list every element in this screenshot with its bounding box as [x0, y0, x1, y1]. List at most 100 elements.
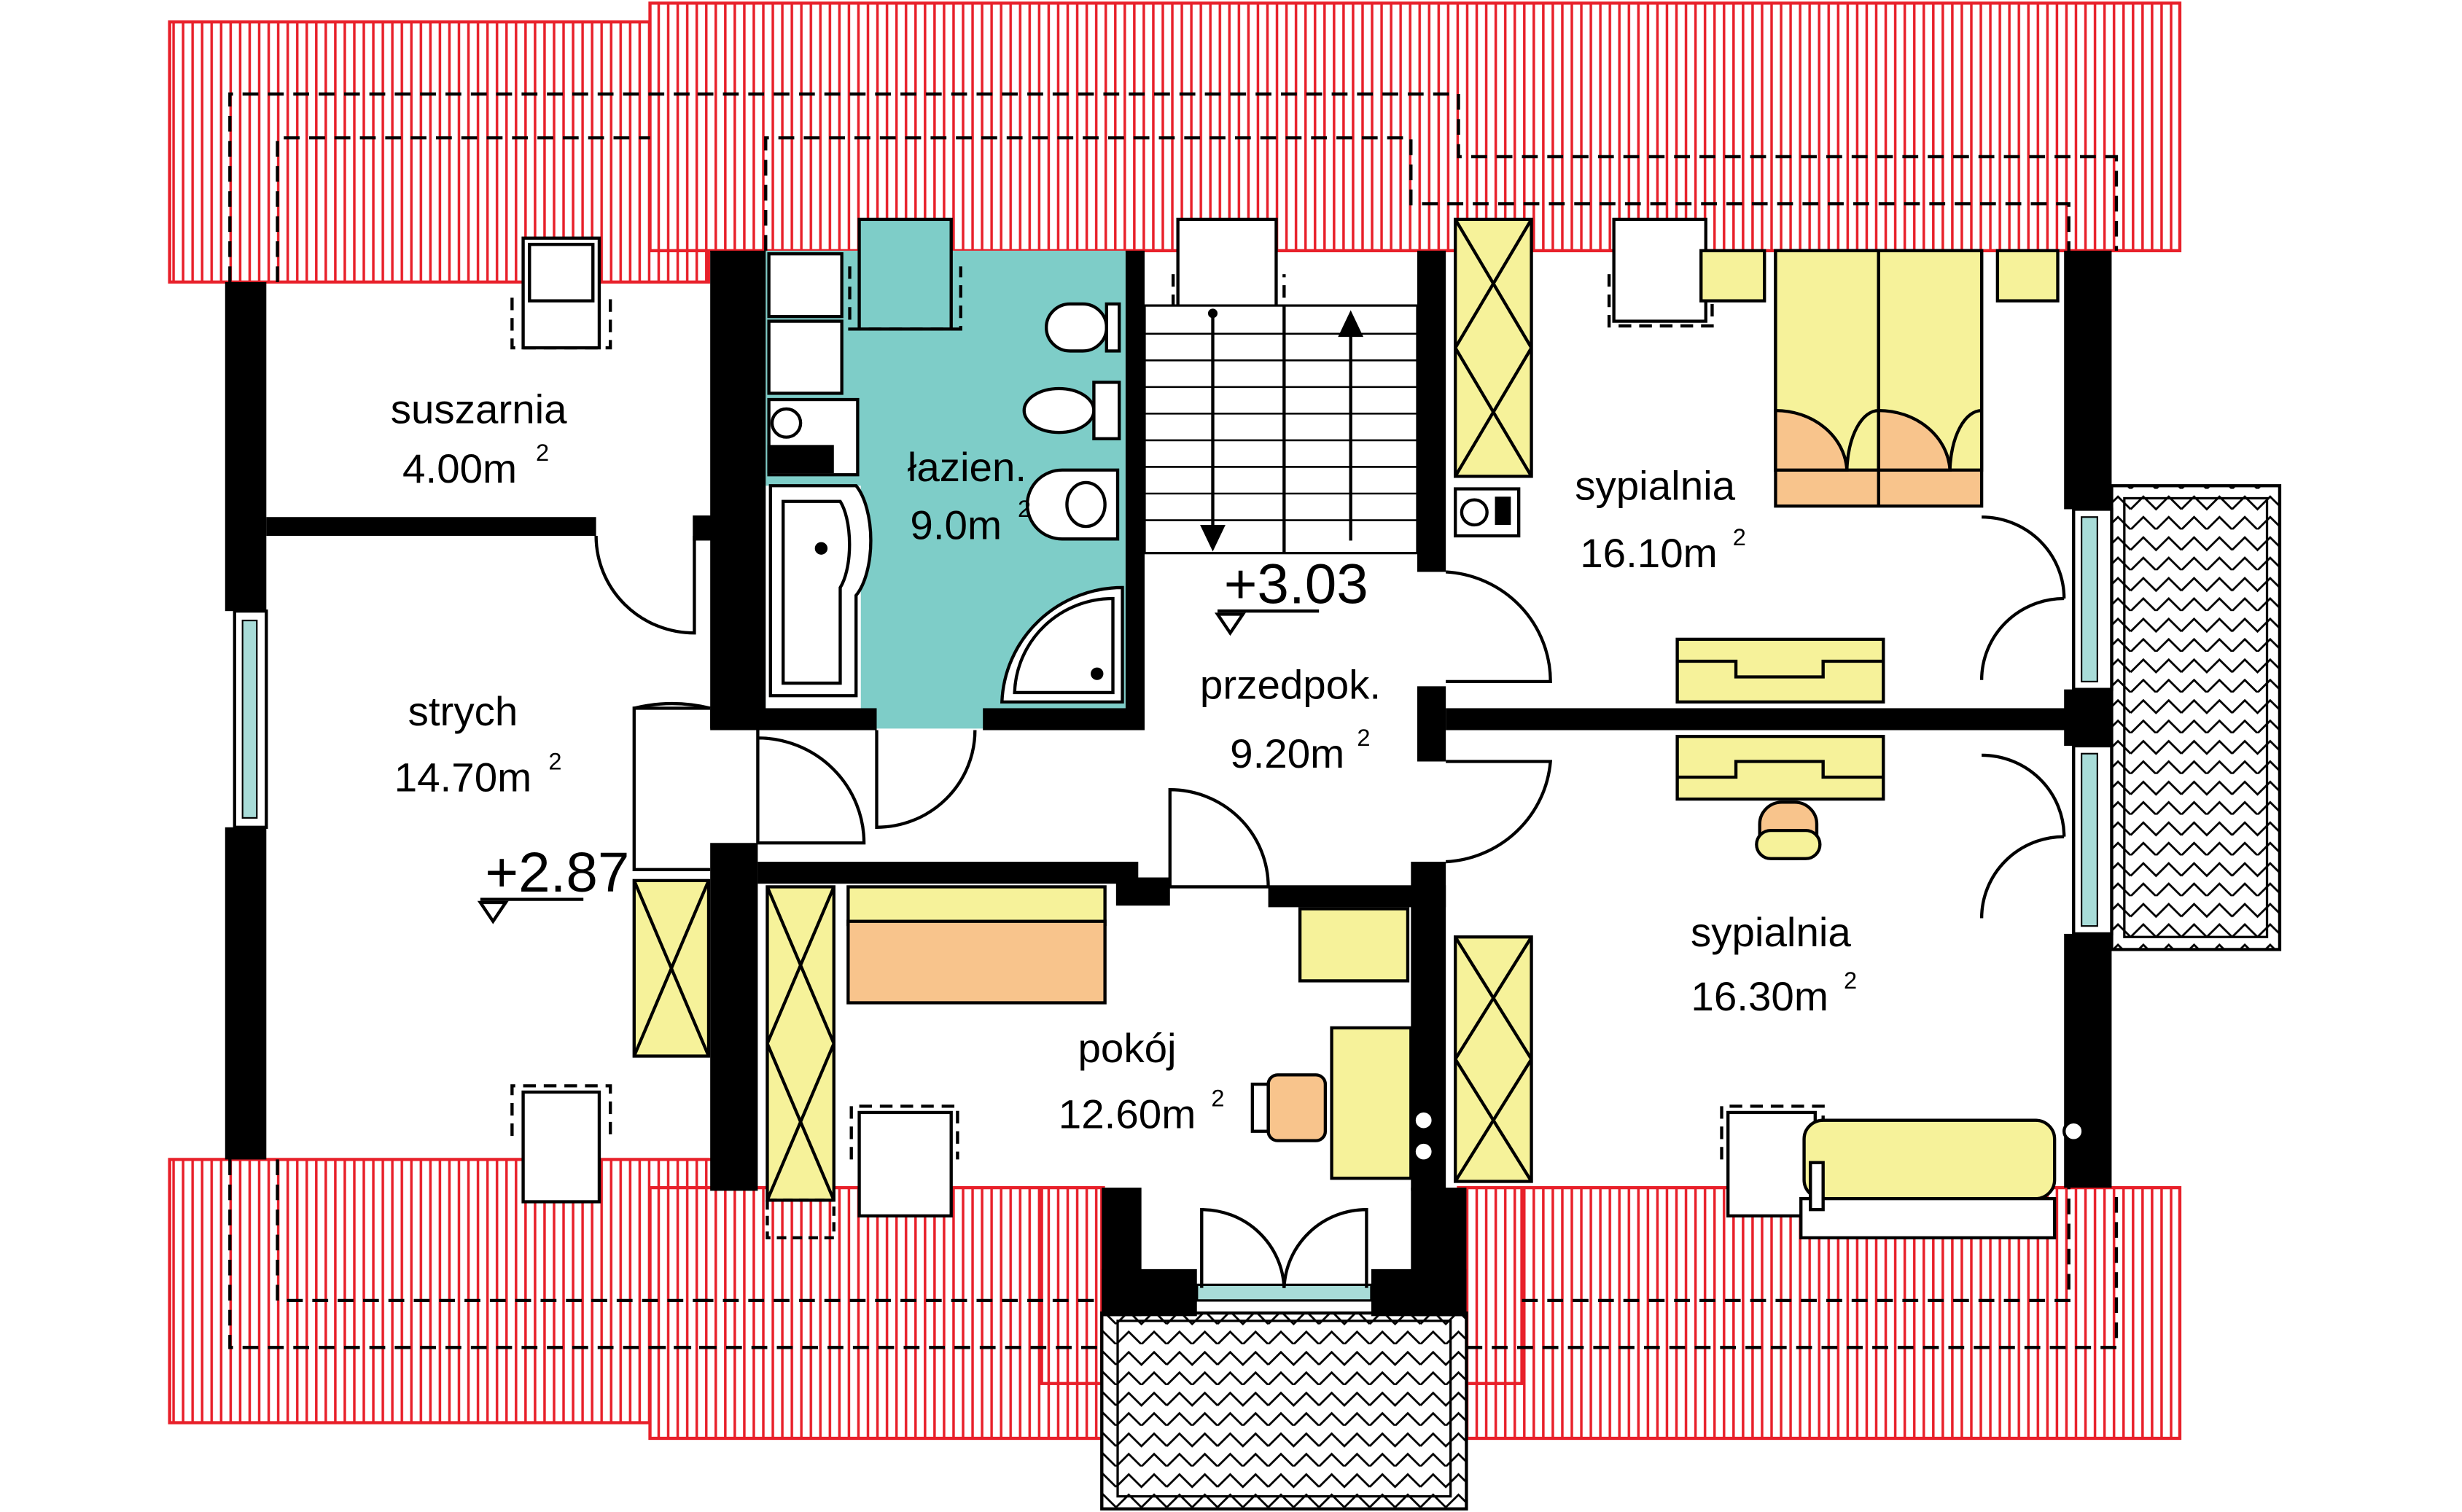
wall-suszarnia-bottom [266, 517, 596, 537]
room-area-suszarnia: 4.00m [402, 445, 517, 491]
wall-bath-bottom-a [710, 708, 877, 730]
wardrobe-strych [632, 878, 711, 1058]
door-pokoj [1168, 788, 1270, 889]
room-labels: suszarnia 4.00m 2 strych 14.70m 2 łazien… [391, 386, 1857, 1137]
balcony-bottom-inner [1116, 1320, 1452, 1498]
level-text-attic: +2.87 [485, 841, 629, 903]
roof-top-left [168, 20, 711, 284]
bidet [1044, 302, 1108, 353]
wall-bed-divider [1446, 708, 2068, 730]
room-sup-sypialnia-1: 2 [1733, 524, 1746, 550]
balcony-right-inner [2123, 496, 2269, 938]
room-sup-lazienka: 2 [1018, 496, 1031, 522]
window-bed1-right-glass [2081, 516, 2098, 682]
room-sup-suszarnia: 2 [536, 440, 549, 466]
room-area-przedpokoj: 9.20m [1230, 730, 1344, 776]
roof-windows [510, 217, 1825, 1217]
wall-right-outer-mid [2064, 689, 2112, 747]
roof-window-pokoj [849, 1104, 959, 1217]
wall-left-outer-bottom [225, 827, 267, 1160]
doors [594, 515, 2066, 1288]
door-balcony-bottom-a [1200, 1208, 1286, 1288]
roof-dormer-right [1457, 1185, 1524, 1385]
bed-bed2 [1799, 1118, 2057, 1240]
roof-dashed-outlines [228, 92, 2119, 1349]
room-name-lazienka: łazien. [908, 444, 1027, 490]
wall-dormer-sill-right [1371, 1269, 1467, 1317]
door-hall-left [756, 730, 866, 845]
cabinet-bath-1 [767, 252, 844, 319]
walls [225, 250, 2112, 1317]
sofa-bed2 [1675, 734, 1885, 801]
door-balcony-right-2b [1979, 835, 2065, 919]
room-sup-strych: 2 [548, 748, 561, 774]
room-name-przedpokoj: przedpok. [1200, 662, 1381, 708]
roof-bottom-left [168, 1158, 715, 1425]
room-name-pokoj: pokój [1078, 1025, 1177, 1071]
wall-pokoj-top-a [757, 862, 1139, 884]
room-area-lazienka: 9.0m [910, 502, 1002, 548]
room-sup-pokoj: 2 [1211, 1086, 1224, 1112]
cabinet-pokoj [1298, 907, 1410, 983]
wardrobe-bed2 [1454, 935, 1533, 1183]
level-text-hall: +3.03 [1224, 553, 1368, 615]
wall-bath-left [710, 250, 766, 729]
wall-pokoj-left [710, 843, 758, 1191]
roof-window-suszarnia [510, 236, 612, 350]
door-strych-arc [634, 702, 711, 710]
sofa-bed1 [1675, 637, 1885, 704]
wall-pokoj-right [1411, 862, 1446, 1191]
door-balcony-right-1b [1979, 596, 2065, 680]
nightstand-right [1995, 249, 2060, 303]
level-marker-hall: +3.03 [1214, 553, 1368, 636]
roof-window-bath [848, 217, 962, 331]
roof-areas [168, 1, 2182, 1441]
room-name-strych: strych [408, 688, 518, 734]
window-strych-left-glass [241, 620, 258, 819]
roof-top-main [648, 1, 2182, 253]
wall-stair-right [1417, 250, 1446, 572]
balcony-right [2110, 484, 2282, 951]
door-balcony-right-1a [1982, 515, 2066, 599]
door-strych [632, 706, 711, 871]
stair-arrow-down [1200, 524, 1226, 552]
furniture [632, 217, 2085, 1240]
wall-right-outer-bottom [2064, 933, 2112, 1188]
room-sup-sypialnia-2: 2 [1844, 967, 1857, 994]
door-suszarnia [594, 536, 696, 635]
toilet [1022, 386, 1096, 434]
window-bed2-right-glass [2081, 752, 2098, 927]
sofa-pokoj [846, 885, 1107, 1005]
staircase [1143, 304, 1419, 555]
door-balcony-right-2a [1982, 753, 2066, 837]
wall-hall-right-mid [1417, 686, 1446, 762]
roof-window-bed1 [1607, 217, 1714, 328]
door-balcony-bottom-b [1282, 1208, 1368, 1288]
wall-bath-right [1125, 250, 1145, 729]
roof-window-strych [510, 1084, 612, 1204]
door-bed1 [1446, 570, 1552, 684]
wall-right-outer-top [2064, 250, 2112, 510]
room-name-sypialnia-2: sypialnia [1691, 909, 1852, 955]
door-bath [875, 730, 977, 829]
wall-dormer-sill-left [1102, 1269, 1197, 1317]
wardrobe-bed1 [1454, 217, 1533, 478]
stair-arrow-up [1338, 310, 1364, 338]
wardrobe-pokoj [766, 885, 835, 1240]
room-name-suszarnia: suszarnia [391, 386, 568, 432]
room-area-pokoj: 12.60m [1059, 1091, 1196, 1137]
double-bed [1774, 249, 1984, 508]
room-name-sypialnia-1: sypialnia [1575, 463, 1736, 509]
wall-bath-bottom-b [983, 708, 1145, 730]
room-area-strych: 14.70m [394, 755, 532, 800]
nightstand-left [1699, 249, 1766, 303]
desk-chair [1250, 1073, 1328, 1142]
room-sup-przedpokoj: 2 [1357, 725, 1370, 751]
roof-bottom-mid [648, 1185, 1105, 1441]
washer-icon [770, 407, 803, 439]
roof-dormer-left [1040, 1185, 1104, 1385]
door-bed2 [1446, 760, 1553, 864]
wall-left-outer-top [225, 281, 267, 612]
desk-pokoj [1330, 1026, 1413, 1180]
